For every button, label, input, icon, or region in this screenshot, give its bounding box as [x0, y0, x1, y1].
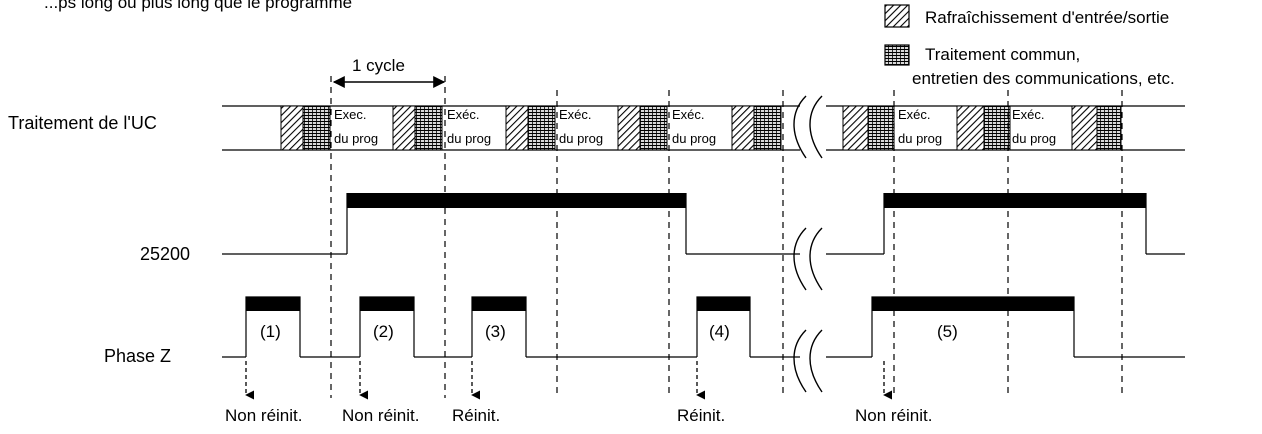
legend-io-refresh: Rafraîchissement d'entrée/sortie — [925, 8, 1169, 27]
common-block — [302, 105, 331, 151]
phase-z-high-bar — [360, 297, 414, 311]
cpu-blocks — [280, 105, 1122, 151]
legend-common-line2: entretien des communications, etc. — [912, 69, 1175, 88]
diagonal-hatch-icon — [884, 4, 910, 28]
io-refresh-block — [1071, 105, 1098, 151]
annotation-not-reset-1: Non réinit. — [225, 406, 302, 425]
annotation-not-reset-5: Non réinit. — [855, 406, 932, 425]
exec-line2: du prog — [447, 131, 491, 146]
pulse-label-5: (5) — [937, 322, 958, 341]
reset-arrows — [245, 361, 893, 400]
exec-line2: du prog — [1012, 131, 1056, 146]
phase-z-high-bar — [697, 297, 750, 311]
phase-z-high-bar — [246, 297, 300, 311]
io-refresh-block — [505, 105, 529, 151]
exec-line2: du prog — [559, 131, 603, 146]
common-block — [753, 105, 782, 151]
common-block — [527, 105, 556, 151]
header-fragment: ...ps long ou plus long que le programme — [44, 0, 352, 12]
wavy-break-icon — [793, 95, 823, 393]
common-block — [639, 105, 668, 151]
io-refresh-block — [392, 105, 416, 151]
signal-label-flag: 25200 — [140, 244, 190, 264]
flag-high-bar — [884, 193, 1146, 208]
exec-line1: Exéc. — [672, 107, 705, 122]
cycle-boundaries — [330, 76, 1123, 398]
io-refresh-block — [617, 105, 641, 151]
pulse-label-1: (1) — [260, 322, 281, 341]
legend: Rafraîchissement d'entrée/sortie Traitem… — [884, 4, 1175, 88]
pulse-label-4: (4) — [709, 322, 730, 341]
signal-label-phase-z: Phase Z — [104, 346, 171, 366]
annotation-reset-4: Réinit. — [677, 406, 725, 425]
exec-line1: Exéc. — [559, 107, 592, 122]
flag-high-bar — [347, 193, 686, 208]
exec-labels: Exec. du prog Exéc. du prog Exéc. du pro… — [334, 107, 1056, 146]
phase-z-high-bar — [872, 297, 1074, 311]
common-block — [867, 105, 895, 151]
exec-line2: du prog — [898, 131, 942, 146]
pulse-label-2: (2) — [373, 322, 394, 341]
annotation-reset-3: Réinit. — [452, 406, 500, 425]
pulse-label-3: (3) — [485, 322, 506, 341]
cycle-dimension: 1 cycle — [332, 56, 446, 88]
phase-z-high-bar — [472, 297, 526, 311]
legend-common-line1: Traitement commun, — [925, 45, 1080, 64]
io-refresh-block — [842, 105, 869, 151]
common-block — [414, 105, 443, 151]
signal-label-cpu: Traitement de l'UC — [8, 113, 157, 133]
io-refresh-block — [956, 105, 985, 151]
io-refresh-block — [731, 105, 755, 151]
exec-line1: Exec. — [334, 107, 367, 122]
cycle-label: 1 cycle — [352, 56, 405, 75]
exec-line1: Exéc. — [447, 107, 480, 122]
common-block — [983, 105, 1011, 151]
exec-line1: Exéc. — [1012, 107, 1045, 122]
annotation-not-reset-2: Non réinit. — [342, 406, 419, 425]
io-refresh-block — [280, 105, 304, 151]
common-block — [1096, 105, 1122, 151]
exec-line1: Exéc. — [898, 107, 931, 122]
exec-line2: du prog — [672, 131, 716, 146]
exec-line2: du prog — [334, 131, 378, 146]
horizontal-hatch-icon — [884, 44, 910, 66]
